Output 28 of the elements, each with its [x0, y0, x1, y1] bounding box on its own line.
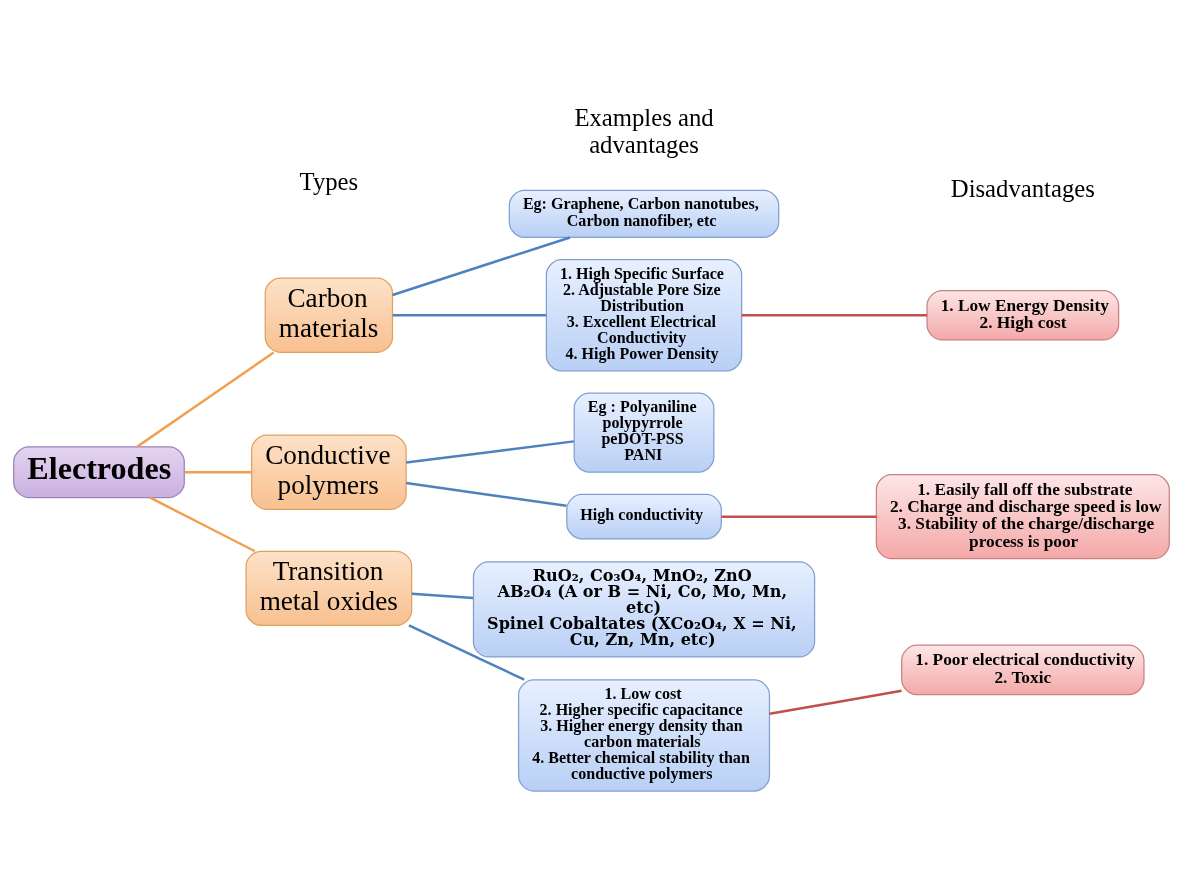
node-box: RuO₂, Co₃O₄, MnO₂, ZnO AB₂O₄ (A or B = Ni, Co, Mo, Mn, etc) Spinel Cobaltates (XCo₂O₄, X = Ni, Cu, Zn, Mn, etc): [472, 561, 816, 658]
node-box: 1. Poor electrical conductivity 2. Toxic: [901, 644, 1145, 696]
node-box: 1. High Specific Surface 2. Adjustable Pore Size Distribution 3. Excellent Electrical Conductivity 4. High Power Density: [545, 259, 743, 372]
connector: [769, 689, 902, 716]
connector: [136, 351, 275, 448]
connector: [411, 592, 474, 600]
node-box: Conductive polymers: [251, 434, 407, 510]
label: Disadvantages: [950, 174, 1095, 202]
connector: [184, 470, 252, 474]
node-box: Eg: Graphene, Carbon nanotubes, Carbon nanofiber, etc: [508, 189, 780, 238]
connector: [408, 624, 525, 681]
connector: [721, 515, 877, 518]
label: Types: [299, 168, 359, 196]
node-box: Transition metal oxides: [245, 550, 413, 627]
node-box: Electrodes: [13, 446, 185, 499]
connector: [149, 496, 256, 553]
connector: [406, 440, 574, 464]
node-box: 1. Low cost 2. Higher specific capacitance 3. Higher energy density than carbon materials 4. Better chemical stability than conductive polymers: [517, 679, 771, 792]
node-box: Eg : Polyaniline polypyrrole peDOT-PSS PANI: [573, 392, 715, 473]
node-box: High conductivity: [566, 493, 722, 540]
connector: [406, 481, 567, 508]
node-box: 1. Easily fall off the substrate 2. Charge and discharge speed is low 3. Stability of the charge/discharge process is poor: [875, 474, 1170, 560]
connector: [392, 236, 571, 297]
label: Examples and advantages: [574, 104, 714, 159]
node-box: 1. Low Energy Density 2. High cost: [926, 289, 1120, 341]
connector: [741, 314, 928, 317]
connector: [392, 314, 546, 317]
node-box: Carbon materials: [264, 277, 394, 353]
